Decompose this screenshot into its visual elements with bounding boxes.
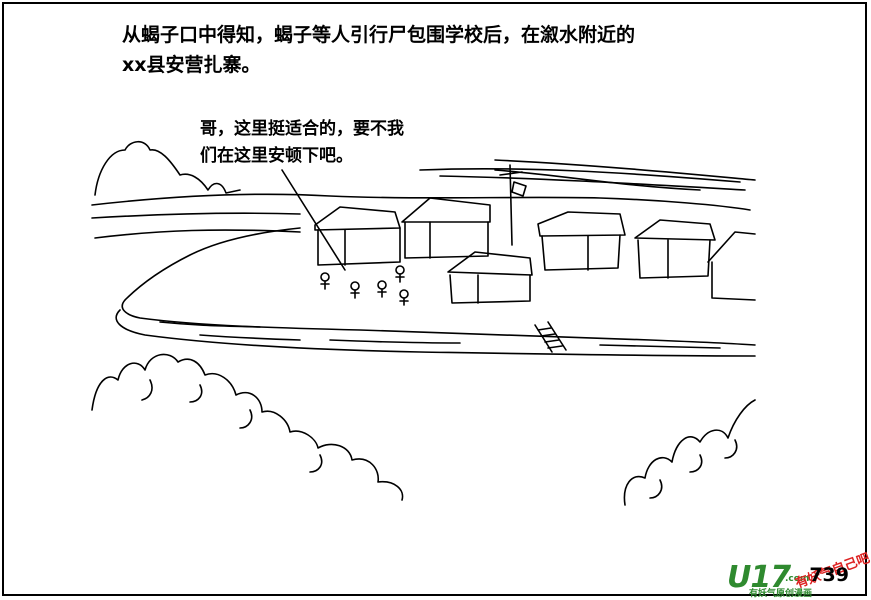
house-3 [537,211,626,271]
narration-caption: 从蝎子口中得知，蝎子等人引行尸包围学校后，在溆水附近的 xx县安营扎寨。 [122,20,782,80]
foreground-bushes-left [91,353,404,501]
house-6 [447,251,533,304]
speech-bubble: 哥，这里挺适合的，要不我 们在这里安顿下吧。 [200,116,500,170]
river-bank-upper [121,227,756,346]
river-bank-lower [115,309,756,357]
field-lines [94,167,746,239]
speech-line-2: 们在这里安顿下吧。 [200,146,353,166]
power-pole [499,164,527,246]
power-lines [494,159,756,191]
u17-watermark: U17 .com 有妖气自己吧 有妖气原创漫画 [727,551,871,599]
distant-treeline [94,140,241,196]
speech-tail [281,169,346,271]
narration-line-2: xx县安营扎寨。 [122,54,261,76]
horizon-line-1 [91,193,751,211]
narration-line-1: 从蝎子口中得知，蝎子等人引行尸包围学校后，在溆水附近的 [122,24,636,46]
foreground-bushes-right-inner [649,439,738,499]
house-5 [707,231,756,301]
house-2 [401,197,491,259]
small-bridge [534,321,567,353]
foreground-bushes-right [623,399,756,506]
foreground-bushes-left-inner [141,379,323,473]
watermark-logo: U17 [727,560,791,595]
watermark-subtitle: 有妖气原创漫画 [749,589,813,599]
house-4 [634,219,716,279]
page-number: 739 [809,564,849,586]
river-ripples [159,321,721,349]
speech-line-1: 哥，这里挺适合的，要不我 [200,119,404,139]
group-of-people [320,265,409,306]
horizon-line-2 [91,212,301,219]
watermark-com: .com [785,574,810,584]
house-1 [314,206,401,266]
